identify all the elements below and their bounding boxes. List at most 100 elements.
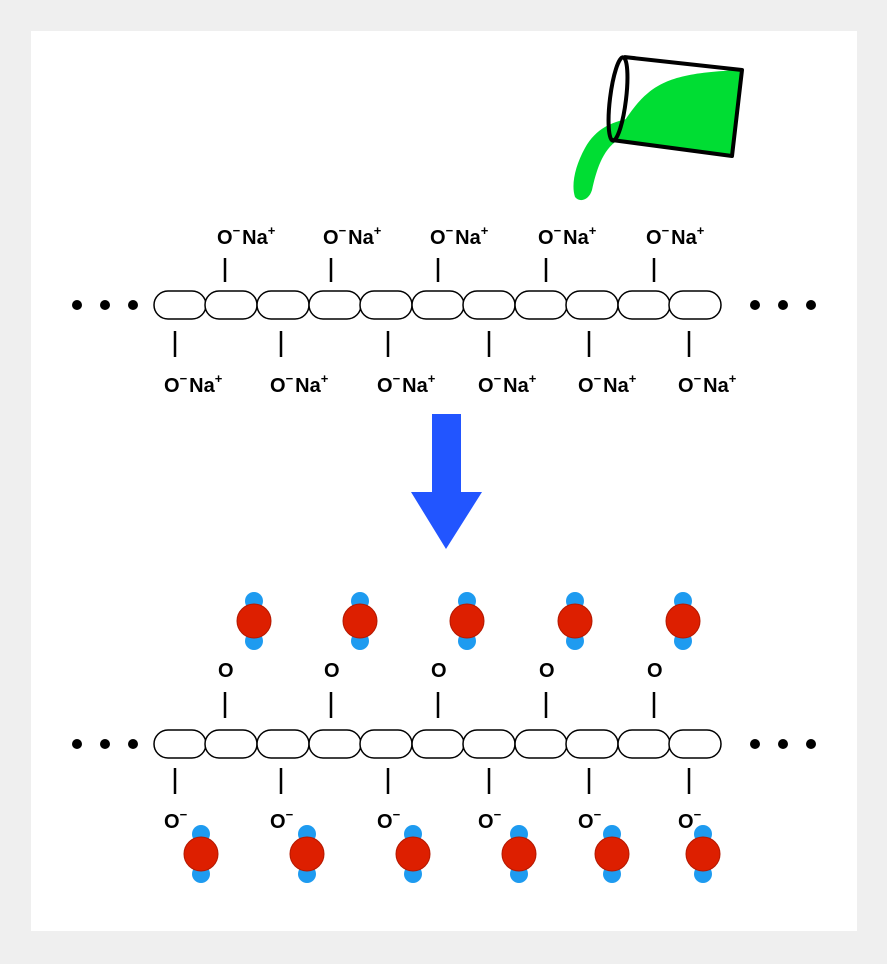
sodium-charge: + — [374, 223, 382, 238]
ellipsis-dot — [806, 739, 816, 749]
oxygen-charge: − — [694, 807, 702, 822]
chain-segment — [256, 290, 310, 320]
sodium-charge: + — [321, 371, 329, 386]
oxygen-symbol: O — [164, 375, 180, 397]
group-label: O− — [164, 807, 188, 833]
oxygen-charge: − — [594, 807, 602, 822]
ellipsis-dot — [100, 739, 110, 749]
group-label: O−Na+ — [478, 371, 537, 397]
chain-segment — [411, 729, 465, 759]
water-molecule-icon — [501, 825, 537, 883]
oxygen-atom — [685, 836, 721, 872]
oxygen-symbol: O — [678, 811, 694, 833]
chain-segment — [668, 290, 722, 320]
oxygen-atom — [289, 836, 325, 872]
sodium-charge: + — [268, 223, 276, 238]
water-molecule-icon — [665, 592, 701, 650]
group-label: O− — [578, 807, 602, 833]
oxygen-symbol: O — [646, 227, 662, 249]
oxygen-charge: − — [286, 371, 294, 386]
oxygen-symbol: O — [377, 811, 393, 833]
water-molecule-icon — [183, 825, 219, 883]
oxygen-symbol: O — [323, 227, 339, 249]
group-label: O−Na+ — [678, 371, 737, 397]
water-molecule-icon — [594, 825, 630, 883]
water-molecule-icon — [685, 825, 721, 883]
ellipsis-dot — [100, 300, 110, 310]
oxygen-symbol: O — [218, 660, 234, 682]
ellipsis-dot — [750, 739, 760, 749]
oxygen-charge: − — [180, 807, 188, 822]
sodium-charge: + — [729, 371, 737, 386]
chain-segment — [565, 290, 619, 320]
group-label: O−Na+ — [377, 371, 436, 397]
water-molecule-icon — [342, 592, 378, 650]
chain-segment — [153, 290, 207, 320]
oxygen-symbol: O — [578, 375, 594, 397]
water-molecule-icon — [395, 825, 431, 883]
group-label: O−Na+ — [323, 223, 382, 249]
chain-segment — [514, 290, 568, 320]
ellipsis-dot — [72, 300, 82, 310]
group-label: O− — [377, 807, 401, 833]
oxygen-charge: − — [694, 371, 702, 386]
oxygen-symbol: O — [539, 660, 555, 682]
chain-segment — [514, 729, 568, 759]
oxygen-atom — [236, 603, 272, 639]
oxygen-atom — [501, 836, 537, 872]
oxygen-atom — [183, 836, 219, 872]
oxygen-symbol: O — [164, 811, 180, 833]
beaker-liquid — [612, 70, 741, 156]
oxygen-atom — [449, 603, 485, 639]
oxygen-symbol: O — [647, 660, 663, 682]
oxygen-symbol: O — [431, 660, 447, 682]
oxygen-charge: − — [339, 223, 347, 238]
oxygen-atom — [594, 836, 630, 872]
group-label: O — [431, 660, 447, 682]
water-molecule-icon — [557, 592, 593, 650]
group-label: O−Na+ — [646, 223, 705, 249]
chain-segment — [617, 290, 671, 320]
chain-segment — [308, 290, 362, 320]
ellipsis-dot — [128, 739, 138, 749]
sodium-symbol: Na — [402, 375, 428, 397]
group-label: O−Na+ — [578, 371, 637, 397]
oxygen-symbol: O — [324, 660, 340, 682]
down-arrow-icon — [411, 414, 482, 549]
top-chain-left-ellipsis — [72, 300, 138, 310]
chain-segment — [411, 290, 465, 320]
sodium-charge: + — [481, 223, 489, 238]
beaker-pouring-icon — [573, 55, 744, 201]
water-molecule-icon — [236, 592, 272, 650]
oxygen-charge: − — [233, 223, 241, 238]
oxygen-charge: − — [494, 807, 502, 822]
group-label: O− — [270, 807, 294, 833]
oxygen-symbol: O — [430, 227, 446, 249]
top-chain-right-ellipsis — [750, 300, 816, 310]
group-label: O — [218, 660, 234, 682]
water-molecule-icon — [289, 825, 325, 883]
sodium-charge: + — [215, 371, 223, 386]
chain-segment — [204, 729, 258, 759]
sodium-symbol: Na — [563, 227, 589, 249]
chain-segment — [565, 729, 619, 759]
group-label: O−Na+ — [270, 371, 329, 397]
bottom-chain-right-ellipsis — [750, 739, 816, 749]
sodium-symbol: Na — [703, 375, 729, 397]
oxygen-charge: − — [494, 371, 502, 386]
oxygen-charge: − — [393, 807, 401, 822]
beaker-body — [611, 55, 744, 158]
sodium-symbol: Na — [189, 375, 215, 397]
beaker-rim — [606, 55, 630, 143]
oxygen-charge: − — [446, 223, 454, 238]
group-label: O — [647, 660, 663, 682]
chain-segment — [359, 290, 413, 320]
group-label: O− — [478, 807, 502, 833]
ellipsis-dot — [778, 300, 788, 310]
oxygen-charge: − — [286, 807, 294, 822]
sodium-charge: + — [697, 223, 705, 238]
chain-segment — [256, 729, 310, 759]
sodium-symbol: Na — [455, 227, 481, 249]
